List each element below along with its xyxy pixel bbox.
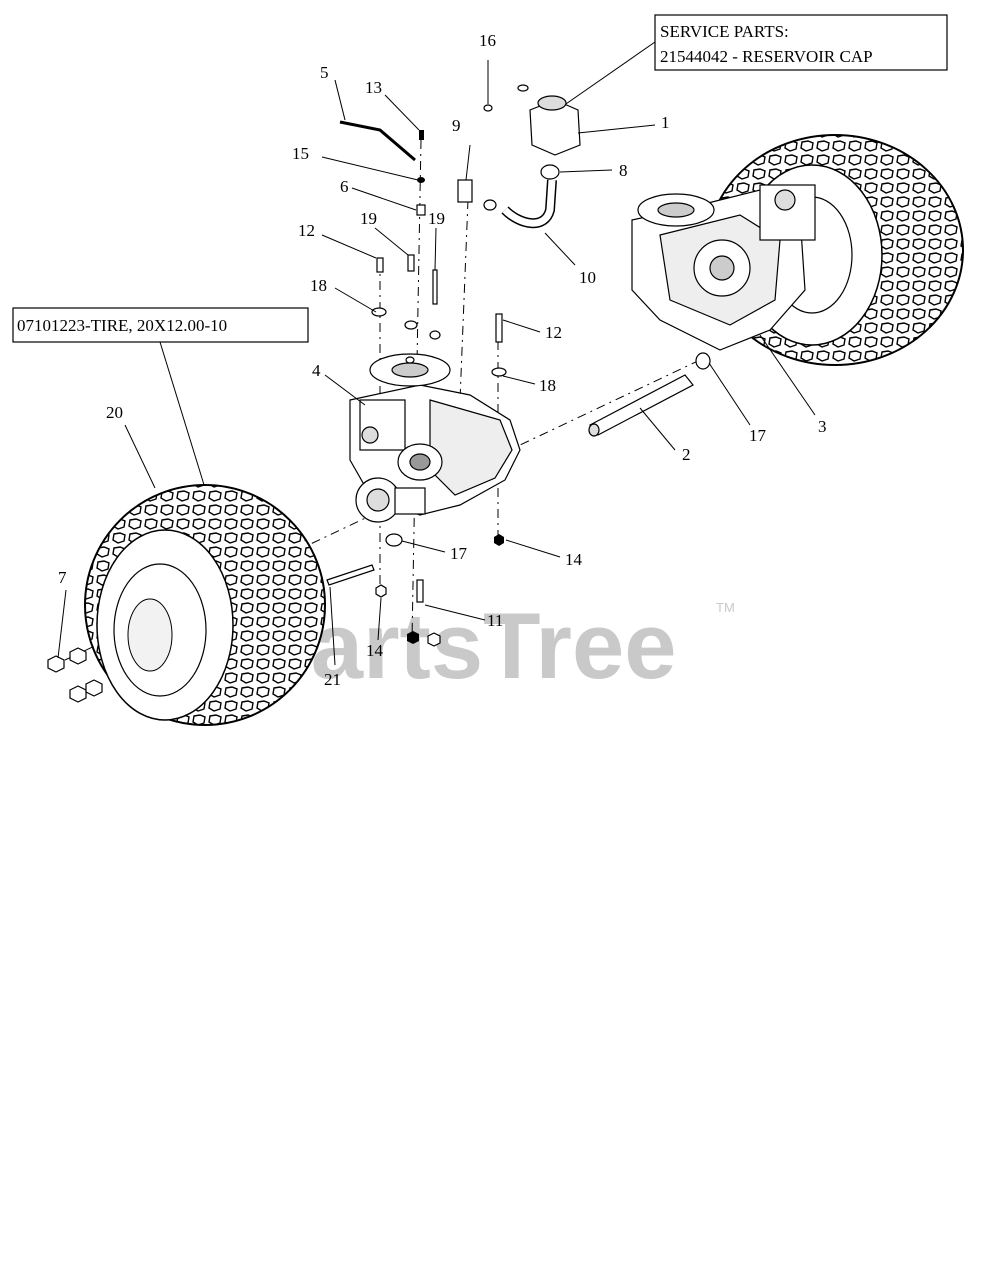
callout-1: 1 (661, 113, 670, 132)
callout-19-right: 19 (428, 209, 445, 228)
reservoir (529, 95, 581, 180)
fitting (457, 179, 497, 211)
left-transaxle (349, 353, 521, 516)
callout-2: 2 (682, 445, 691, 464)
callout-10: 10 (579, 268, 596, 287)
callouts: 1 2 3 4 5 6 7 8 9 10 11 12 12 13 14 14 1… (58, 31, 827, 689)
hose (501, 179, 557, 229)
callout-14-right: 14 (565, 550, 583, 569)
hardware (326, 84, 529, 647)
right-transaxle (631, 184, 816, 351)
callout-18-left: 18 (310, 276, 327, 295)
callout-19-left: 19 (360, 209, 377, 228)
service-parts-heading: SERVICE PARTS: (660, 22, 789, 41)
washer-right (695, 352, 711, 370)
lug-nuts (47, 647, 103, 703)
callout-17-right: 17 (749, 426, 767, 445)
callout-17-left: 17 (450, 544, 468, 563)
callout-5: 5 (320, 63, 329, 82)
wheel-hub (355, 477, 426, 523)
callout-12-right: 12 (545, 323, 562, 342)
leader-lines (57, 60, 816, 666)
tire-box: 07101223-TIRE, 20X12.00-10 (12, 307, 309, 489)
bypass-rod (339, 120, 416, 162)
callout-3: 3 (818, 417, 827, 436)
watermark-trademark: TM (716, 600, 735, 615)
callout-9: 9 (452, 116, 461, 135)
callout-16: 16 (479, 31, 496, 50)
callout-4: 4 (312, 361, 321, 380)
callout-8: 8 (619, 161, 628, 180)
service-parts-box: SERVICE PARTS: 21544042 - RESERVOIR CAP (562, 14, 948, 107)
callout-11: 11 (487, 611, 503, 630)
callout-7: 7 (58, 568, 67, 587)
axle-tube (588, 374, 694, 437)
callout-20: 20 (106, 403, 123, 422)
callout-15: 15 (292, 144, 309, 163)
callout-18-right: 18 (539, 376, 556, 395)
vertical-centerline-mid (459, 199, 469, 401)
service-parts-item: 21544042 - RESERVOIR CAP (660, 47, 873, 66)
tire-label: 07101223-TIRE, 20X12.00-10 (17, 316, 227, 335)
callout-21: 21 (324, 670, 341, 689)
callout-6: 6 (340, 177, 349, 196)
callout-12-left: 12 (298, 221, 315, 240)
left-rear-tire (84, 484, 326, 726)
callout-14-left: 14 (366, 641, 384, 660)
callout-13: 13 (365, 78, 382, 97)
